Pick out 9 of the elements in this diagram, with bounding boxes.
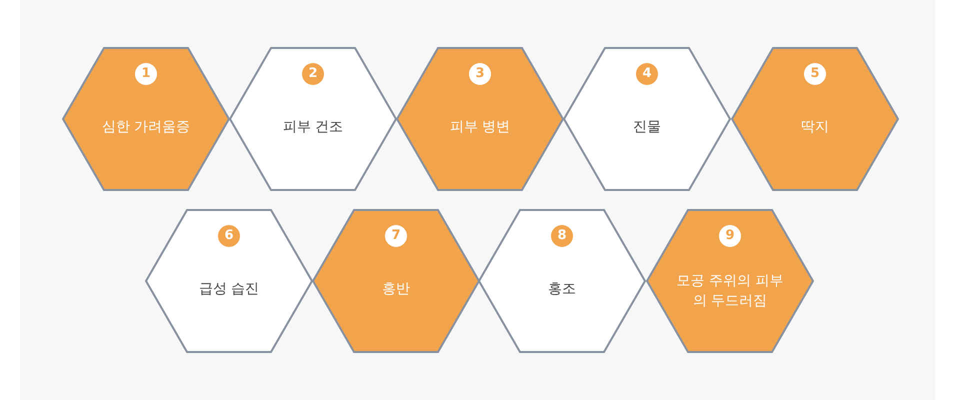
hexagon-label: 홍조 <box>547 280 577 299</box>
hexagon-label: 피부 병변 <box>448 118 512 137</box>
hexagon-label: 심한 가려움증 <box>100 118 192 137</box>
hexagon-label: 피부 건조 <box>282 118 344 137</box>
hexagon-label: 모공 주위의 피부의 두드러짐 <box>676 272 784 311</box>
hexagon-label: 홍반 <box>381 280 411 299</box>
hexagon-label: 급성 습진 <box>198 280 260 299</box>
hexagon-label: 딱지 <box>800 118 830 137</box>
hexagon-label: 진물 <box>632 118 662 137</box>
